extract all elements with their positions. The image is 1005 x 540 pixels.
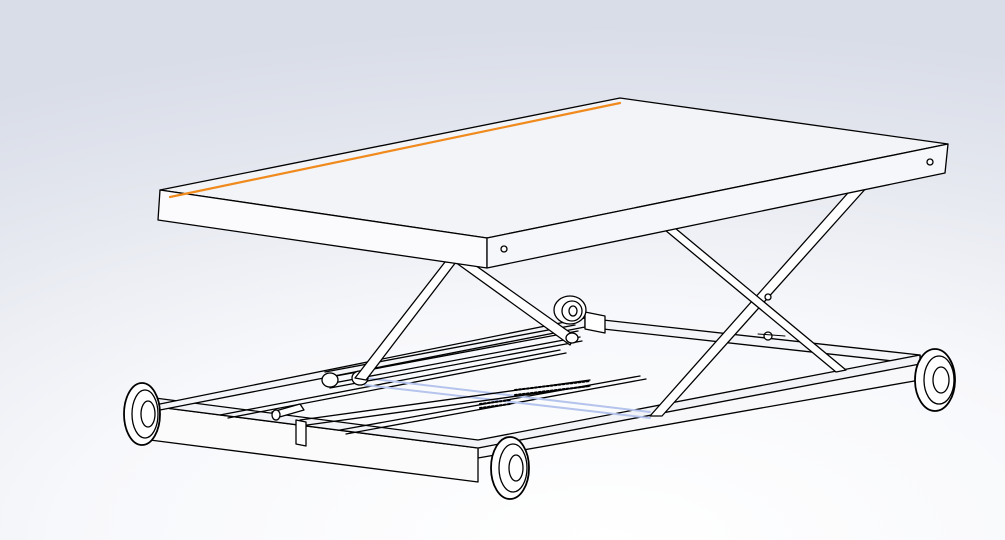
scissor-mechanism[interactable]: [354, 184, 869, 417]
mount-hole: [926, 158, 934, 166]
screw-thread: [479, 380, 591, 409]
crank-knob[interactable]: [271, 409, 281, 421]
scissor-arm-right-b: [664, 227, 847, 373]
scissor-bolt: [763, 331, 773, 341]
slide-roller: [321, 372, 339, 388]
table-top-side-face: [486, 143, 949, 269]
base-cross-member: [219, 349, 647, 435]
selected-edge[interactable]: [168, 101, 622, 199]
hidden-line-screw: [364, 377, 651, 419]
wheel-near-right[interactable]: [490, 436, 530, 500]
table-top[interactable]: [157, 97, 949, 269]
scissor-pivot-left: [565, 332, 579, 344]
wheel-near-left[interactable]: [123, 382, 161, 446]
scissor-pivot-right: [764, 293, 772, 301]
wheel-far-right[interactable]: [914, 348, 956, 412]
mount-hole: [500, 245, 508, 253]
base-frame[interactable]: [149, 311, 921, 483]
lead-screw[interactable]: [271, 377, 651, 447]
base-far-rail: [584, 317, 921, 365]
base-corner-bracket: [584, 311, 606, 334]
base-front-rail: [149, 405, 479, 483]
wheel-far-left[interactable]: [553, 295, 587, 325]
